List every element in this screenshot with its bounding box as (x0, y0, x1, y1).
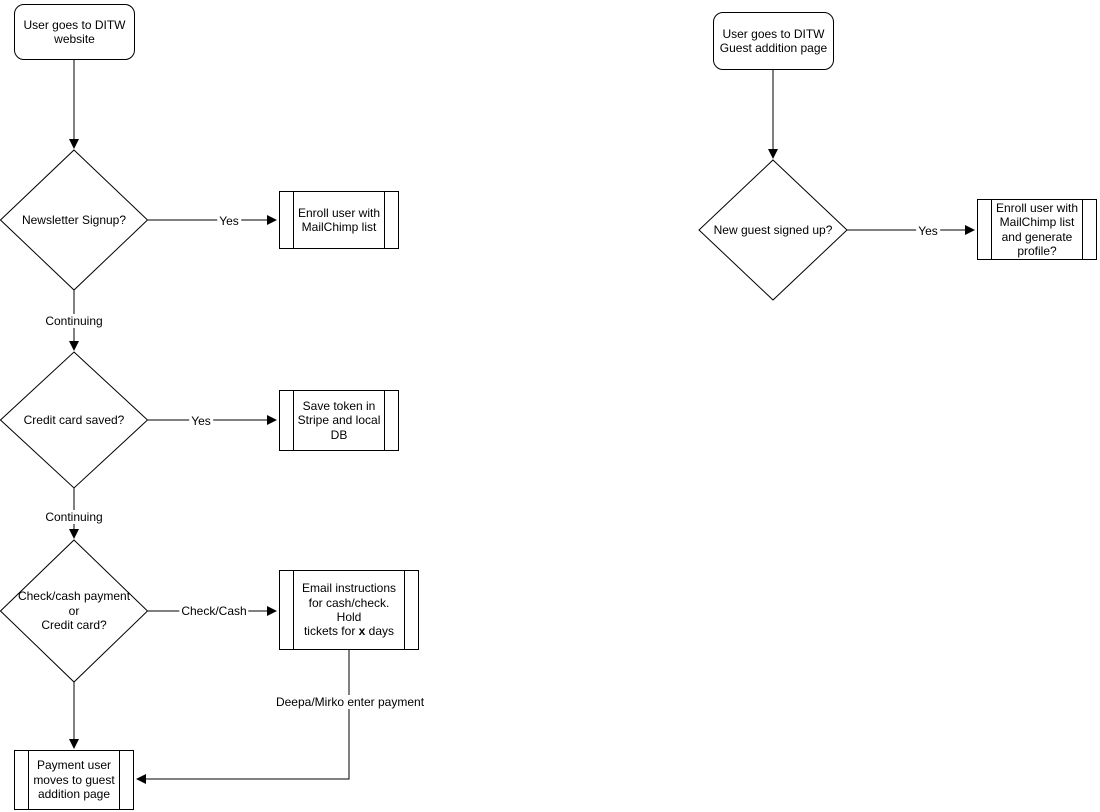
edge-label-continuing-2: Continuing (43, 510, 105, 524)
decision-new-guest-label: New guest signed up? (713, 222, 833, 237)
decision-new-guest: New guest signed up? (699, 160, 847, 300)
edge-label-deepa-mirko: Deepa/Mirko enter payment (273, 695, 427, 709)
process-enroll-mailchimp: Enroll user with MailChimp list (279, 191, 399, 249)
process-payment-user-moves-label: Payment user moves to guest addition pag… (33, 758, 115, 802)
start-node-label: User goes to DITW website (23, 17, 126, 46)
email-text-suffix: days (365, 624, 395, 639)
edge-label-yes-new-guest: Yes (916, 224, 940, 238)
process-email-instructions-label: Email instructions for cash/check. Hold … (280, 581, 418, 639)
edge-label-check-cash: Check/Cash (179, 604, 249, 618)
edge-label-continuing-1: Continuing (43, 314, 105, 328)
decision-credit-card-label: Credit card saved? (23, 412, 125, 427)
decision-newsletter-label: Newsletter Signup? (21, 212, 127, 227)
process-enroll-generate-profile: Enroll user with MailChimp list and gene… (977, 199, 1097, 260)
start-node-guest-addition: User goes to DITW Guest addition page (713, 12, 834, 70)
process-save-token-label: Save token in Stripe and local DB (297, 398, 381, 442)
process-save-token: Save token in Stripe and local DB (279, 390, 399, 451)
email-text-bold-x: x (358, 624, 366, 639)
email-text-prefix: Email instructions for cash/check. Hold … (301, 581, 397, 639)
arrow-email-to-payment-box (136, 650, 350, 784)
start-node-guest-label: User goes to DITW Guest addition page (719, 26, 828, 55)
process-enroll-generate-profile-label: Enroll user with MailChimp list and gene… (995, 200, 1079, 258)
process-enroll-mailchimp-label: Enroll user with MailChimp list (297, 205, 381, 234)
process-payment-user-moves: Payment user moves to guest addition pag… (14, 750, 134, 810)
start-node-ditw-website: User goes to DITW website (14, 4, 135, 60)
decision-payment-method-label: Check/cash payment or Credit card? (17, 589, 131, 633)
decision-newsletter-signup: Newsletter Signup? (0, 150, 148, 290)
edge-label-yes-credit: Yes (189, 414, 213, 428)
decision-payment-method: Check/cash payment or Credit card? (0, 540, 148, 682)
process-email-instructions: Email instructions for cash/check. Hold … (279, 570, 419, 650)
decision-new-guest-shape (698, 159, 848, 301)
edge-label-yes-newsletter: Yes (217, 214, 241, 228)
decision-credit-card-saved: Credit card saved? (0, 352, 148, 488)
